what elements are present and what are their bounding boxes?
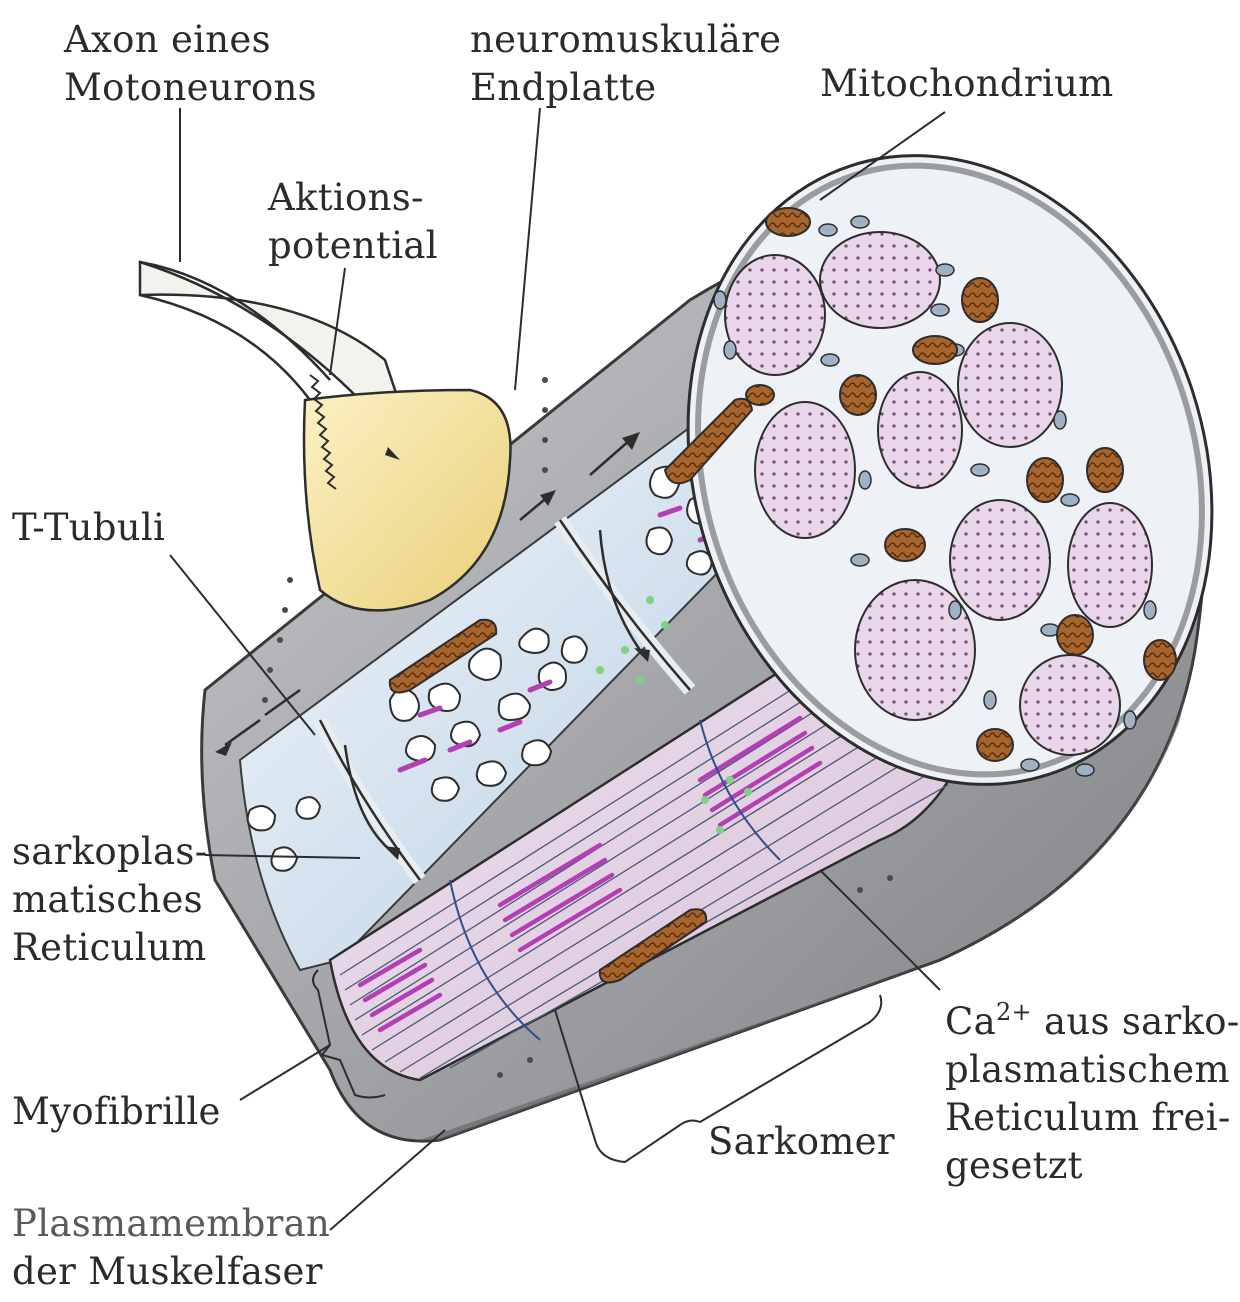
label-mitochondrium-text: Mitochondrium [820, 62, 1114, 105]
myofibril-filaments [339, 639, 949, 1079]
myosin-bands [357, 715, 823, 1033]
myofibril-cross-sections [724, 231, 1153, 756]
label-myofibrille-text: Myofibrille [12, 1090, 221, 1133]
sr-cross-section-beads [713, 215, 1157, 777]
label-plasmamembran: Plasmamembran der Muskelfaser [12, 1200, 330, 1296]
label-myofibrille: Myofibrille [12, 1088, 221, 1136]
label-plasmamembran-line2: der Muskelfaser [12, 1250, 323, 1293]
myofibril-brace [312, 969, 386, 1099]
label-endplate-line1: neuromuskuläre [470, 18, 782, 61]
neuromuscular-endplate [302, 388, 512, 612]
label-sarkomer: Sarkomer [708, 1118, 895, 1166]
label-mitochondrium: Mitochondrium [820, 60, 1114, 108]
mitochondria-longitudinal [388, 397, 754, 984]
calcium-symbol: Ca [945, 1000, 996, 1043]
calcium-ions [596, 596, 752, 834]
sr-network [246, 465, 717, 872]
label-sarkomer-text: Sarkomer [708, 1120, 895, 1163]
label-calcium-line3: Reticulum frei- [945, 1096, 1231, 1139]
calcium-line1-suffix: aus sarko- [1031, 1000, 1240, 1043]
label-action-potential-line1: Aktions- [268, 176, 424, 219]
label-axon-line2: Motoneurons [64, 66, 317, 109]
t-tubule-rings [313, 516, 696, 885]
label-axon: Axon eines Motoneurons [64, 16, 317, 112]
propagation-arrows [224, 439, 642, 851]
arrowheads [215, 432, 650, 860]
label-action-potential: Aktions- potential [268, 174, 438, 270]
action-potential-arrow [309, 374, 337, 490]
calcium-charge: 2+ [995, 998, 1032, 1026]
mitochondria-cross-section [745, 207, 1177, 762]
label-sr-line1: sarkoplas- [12, 830, 208, 873]
label-calcium-line1: Ca2+ aus sarko- [945, 988, 1240, 1046]
label-t-tubuli: T-Tubuli [12, 504, 165, 552]
sarkomer-brace [554, 994, 883, 1164]
label-plasmamembran-line1: Plasmamembran [12, 1202, 331, 1245]
leader-lines [169, 107, 946, 1231]
label-t-tubuli-text: T-Tubuli [12, 506, 166, 549]
label-calcium-line4: gesetzt [945, 1144, 1083, 1187]
label-endplate-line2: Endplatte [470, 66, 657, 109]
label-endplate: neuromuskuläre Endplatte [470, 16, 781, 112]
label-calcium-line2: plasmatischem [945, 1048, 1230, 1091]
label-action-potential-line2: potential [268, 224, 438, 267]
z-lines [449, 719, 781, 1041]
membrane-pores [262, 377, 893, 1078]
motor-neuron-axon [138, 260, 402, 413]
label-calcium-release: Ca2+ aus sarko- plasmatischem Reticulum … [945, 988, 1240, 1190]
label-axon-line1: Axon eines [64, 18, 271, 61]
label-sarcoplasmic-reticulum: sarkoplas- matisches Reticulum [12, 828, 208, 972]
label-sr-line3: Reticulum [12, 926, 207, 969]
label-sr-line2: matisches [12, 878, 203, 921]
